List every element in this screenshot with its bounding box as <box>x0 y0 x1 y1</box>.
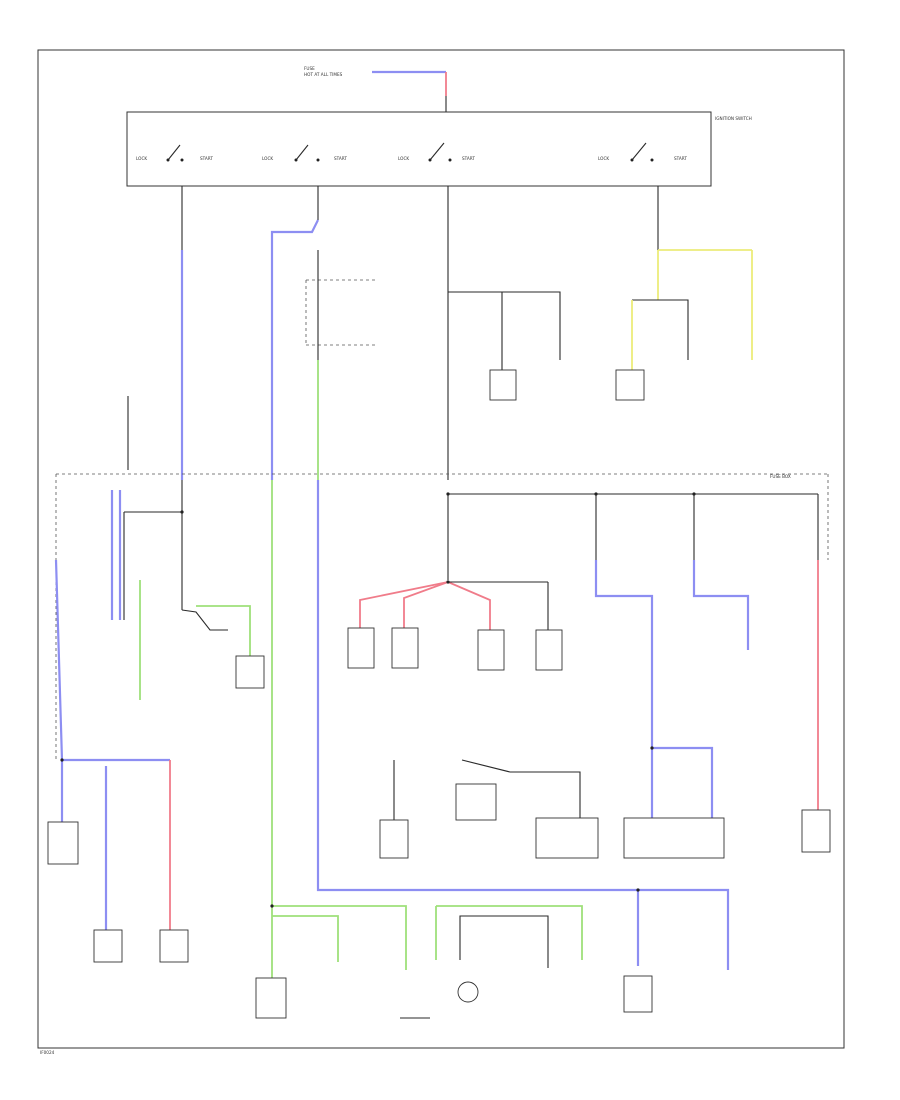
right-blue-branch <box>594 560 831 853</box>
switch-start-label: START <box>674 156 687 161</box>
wire <box>196 605 251 660</box>
component-box <box>623 817 725 859</box>
wire <box>594 560 654 820</box>
switch-blade <box>295 144 309 161</box>
center-red-branch <box>347 581 563 671</box>
component-box <box>255 977 287 1019</box>
wire <box>436 905 583 960</box>
ignition-outputs <box>180 186 753 480</box>
switch-lock-label: LOCK <box>598 156 609 161</box>
switch-section-2: LOCK START <box>262 144 347 162</box>
switch-start-label: START <box>200 156 213 161</box>
wire <box>359 581 449 628</box>
top-feed: FUSE HOT AT ALL TIMES <box>304 66 447 112</box>
diagram-frame <box>37 49 845 1049</box>
ignition-switch-label: IGNITION SWITCH <box>715 116 752 121</box>
wire <box>447 581 491 632</box>
junction <box>446 492 450 496</box>
component-box <box>535 629 563 671</box>
component-box <box>379 819 409 859</box>
left-lower-branch <box>47 559 189 963</box>
component-box <box>535 817 599 859</box>
fuse-box: FUSE BOX <box>55 473 829 760</box>
switch-lock-label: LOCK <box>398 156 409 161</box>
component-box <box>347 627 375 669</box>
component-box <box>477 629 505 671</box>
component-box <box>455 783 497 821</box>
junction <box>692 492 696 496</box>
lower-middle-branch <box>379 759 725 859</box>
junction <box>446 580 450 584</box>
wire <box>270 219 319 480</box>
component-box <box>623 975 653 1013</box>
bottom-branch <box>255 890 653 1019</box>
switch-section-3: LOCK START <box>398 142 475 162</box>
right-bus <box>447 493 819 580</box>
junction <box>636 888 640 892</box>
switch-blade <box>631 142 647 161</box>
wire <box>632 299 689 360</box>
junction <box>594 492 598 496</box>
wire <box>181 609 228 631</box>
switch-start-label: START <box>334 156 347 161</box>
ignition-switch: IGNITION SWITCH LOCK START LOCK START LO… <box>126 111 752 187</box>
wire <box>272 915 339 962</box>
component-box <box>47 821 79 865</box>
hot-at-all-times-label: HOT AT ALL TIMES <box>304 72 343 77</box>
switch-blade <box>429 142 445 161</box>
component-box <box>235 655 265 689</box>
switch-blade <box>167 144 181 161</box>
component-box <box>93 929 123 963</box>
junction <box>180 510 184 514</box>
top-fuse-label: FUSE <box>304 66 315 71</box>
wire <box>461 759 581 820</box>
switch-lock-label: LOCK <box>262 156 273 161</box>
junction-dots <box>60 492 696 908</box>
component-box <box>391 627 419 669</box>
wire <box>403 581 449 630</box>
left-fuses <box>110 480 265 700</box>
switch-lock-label: LOCK <box>136 156 147 161</box>
wire <box>692 560 750 650</box>
wire <box>272 905 407 970</box>
component-box <box>801 809 831 853</box>
middle-verticals <box>271 480 730 1000</box>
upper-right-branch <box>448 291 689 401</box>
wire <box>459 915 549 968</box>
switch-section-4: LOCK START <box>598 142 687 162</box>
wire <box>316 480 730 970</box>
junction <box>60 758 64 762</box>
wire <box>652 746 714 820</box>
component-box <box>159 929 189 963</box>
ground-symbol <box>457 981 479 1003</box>
switch-section-1: LOCK START <box>136 144 213 162</box>
footer-code: IF0024 <box>40 1050 55 1055</box>
ignition-switch-box <box>126 111 712 187</box>
wire <box>448 291 561 360</box>
fuse-box-label: FUSE BOX <box>770 474 791 479</box>
switch-start-label: START <box>462 156 475 161</box>
component-box <box>489 369 517 401</box>
junction <box>270 904 274 908</box>
relay-upper-left <box>305 250 376 480</box>
junction <box>650 746 654 750</box>
component-box <box>615 369 645 401</box>
